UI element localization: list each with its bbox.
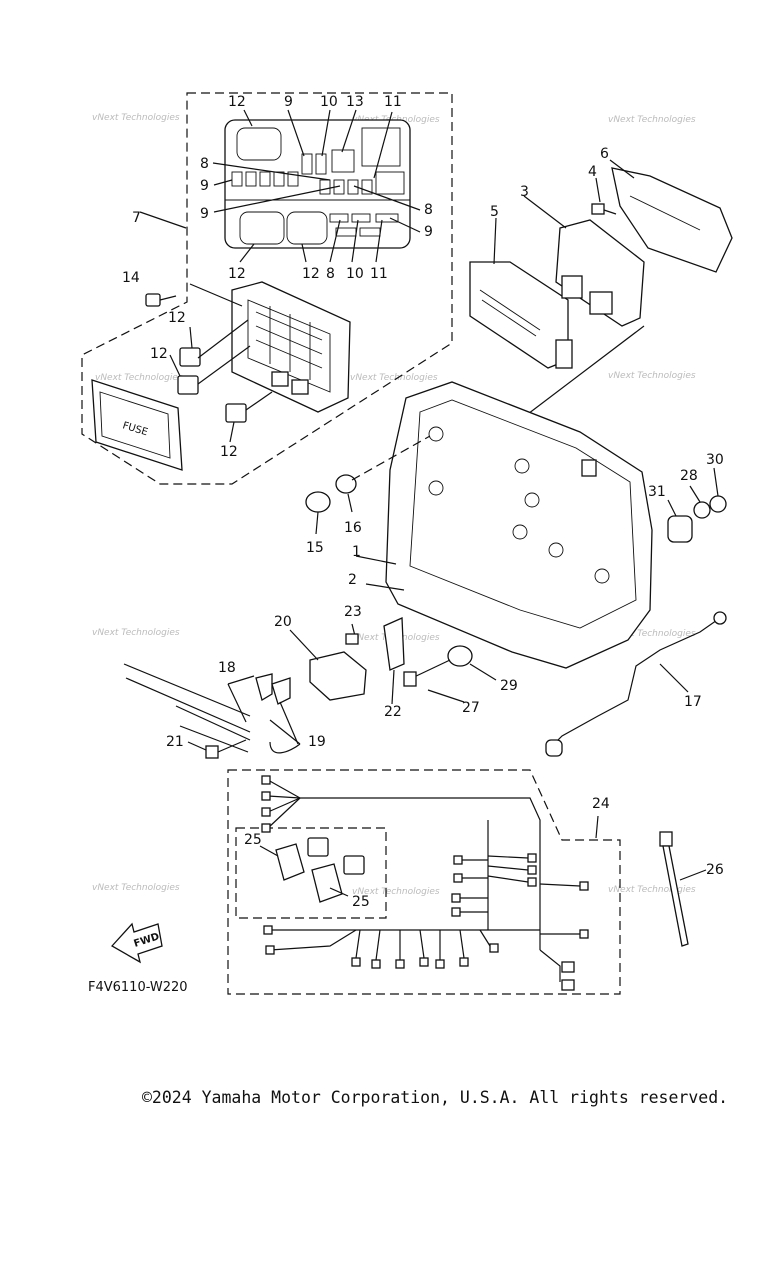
mounting-hardware: [305, 435, 727, 703]
callout-16: 16: [344, 520, 362, 536]
callout-31: 31: [648, 484, 666, 500]
callout-24: 24: [592, 796, 610, 812]
callout-22: 22: [384, 704, 402, 720]
watermark: vNext Technologies: [608, 885, 696, 895]
callout-12: 12: [228, 94, 246, 110]
callout-9: 9: [200, 178, 209, 194]
callout-13: 13: [346, 94, 364, 110]
callout-9: 9: [284, 94, 293, 110]
watermark: vNext Technologies: [608, 115, 696, 125]
callout-28: 28: [680, 468, 698, 484]
callout-6: 6: [600, 146, 609, 162]
fuse-box-inset: FUSE: [81, 92, 453, 485]
callout-9: 9: [200, 206, 209, 222]
copyright-notice: ©2024 Yamaha Motor Corporation, U.S.A. A…: [142, 1088, 729, 1107]
watermark: vNext Technologies: [95, 373, 183, 383]
watermark: vNext Technologies: [92, 628, 180, 638]
callout-21: 21: [166, 734, 184, 750]
callout-10: 10: [346, 266, 364, 282]
callout-19: 19: [308, 734, 326, 750]
callout-25: 25: [352, 894, 370, 910]
electrical-box-tray: [355, 381, 653, 669]
callout-11: 11: [384, 94, 402, 110]
callout-30: 30: [706, 452, 724, 468]
ecu-assembly: [469, 159, 733, 421]
callout-5: 5: [490, 204, 499, 220]
wire-harness-inset: [227, 769, 707, 995]
watermark: vNext Technologies: [92, 883, 180, 893]
watermark: vNext Technologies: [608, 629, 696, 639]
callout-29: 29: [500, 678, 518, 694]
callout-8: 8: [424, 202, 433, 218]
watermark: vNext Technologies: [92, 113, 180, 123]
callout-14: 14: [122, 270, 140, 286]
starter-relay-and-cables: [123, 611, 727, 759]
watermark: vNext Technologies: [608, 371, 696, 381]
callout-4: 4: [588, 164, 597, 180]
callout-8: 8: [326, 266, 335, 282]
watermark: vNext Technologies: [350, 373, 438, 383]
callout-3: 3: [520, 184, 529, 200]
callout-25: 25: [244, 832, 262, 848]
callout-27: 27: [462, 700, 480, 716]
callout-2: 2: [348, 572, 357, 588]
callout-20: 20: [274, 614, 292, 630]
diagram-part-code: F4V6110-W220: [88, 980, 188, 995]
callout-1: 1: [352, 544, 361, 560]
callout-12: 12: [220, 444, 238, 460]
callout-10: 10: [320, 94, 338, 110]
callout-12: 12: [168, 310, 186, 326]
callout-18: 18: [218, 660, 236, 676]
callout-12: 12: [302, 266, 320, 282]
callout-8: 8: [200, 156, 209, 172]
watermark: vNext Technologies: [352, 887, 440, 897]
callout-26: 26: [706, 862, 724, 878]
callout-12: 12: [150, 346, 168, 362]
callout-11: 11: [370, 266, 388, 282]
callout-7: 7: [132, 210, 141, 226]
callout-12: 12: [228, 266, 246, 282]
callout-17: 17: [684, 694, 702, 710]
callout-15: 15: [306, 540, 324, 556]
fwd-arrow-icon: FWD: [110, 922, 163, 964]
callout-9: 9: [424, 224, 433, 240]
callout-23: 23: [344, 604, 362, 620]
